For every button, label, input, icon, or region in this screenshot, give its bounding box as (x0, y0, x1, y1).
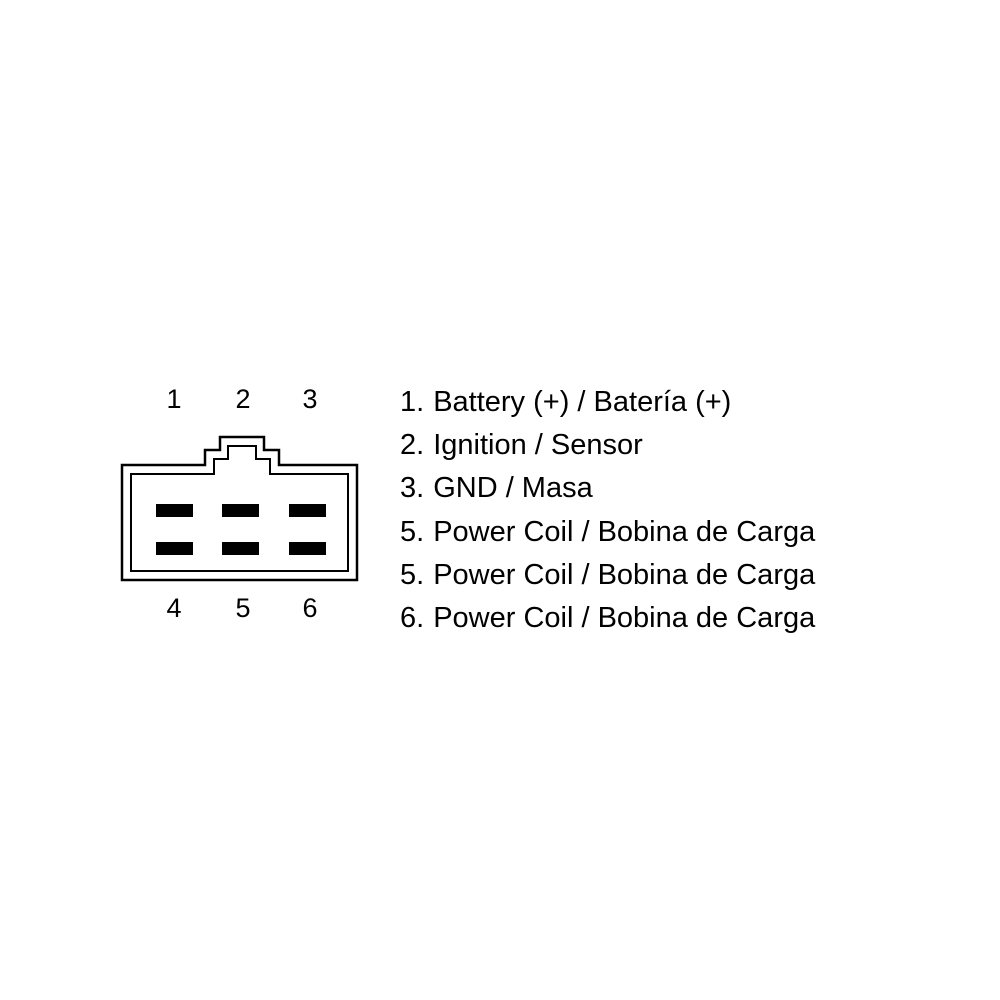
connector-drawing (120, 435, 359, 582)
pin-contact-5 (222, 542, 259, 555)
legend-item: 3.GND / Masa (400, 467, 815, 510)
pin-contact-4 (156, 542, 193, 555)
legend-label: GND / Masa (433, 472, 593, 505)
legend-number: 2. (400, 429, 425, 462)
legend-label: Battery (+) / Batería (+) (433, 386, 732, 418)
legend-number: 5. (400, 515, 425, 548)
legend-number: 1. (400, 386, 425, 418)
legend-number: 5. (400, 558, 425, 591)
pin-contact-6 (289, 542, 326, 555)
pin-number-top-1: 1 (166, 384, 182, 414)
pin-number-bottom-6: 6 (302, 593, 318, 623)
legend-label: Power Coil / Bobina de Carga (433, 558, 816, 591)
legend-label: Power Coil / Bobina de Carga (433, 602, 816, 635)
legend-item: 1.Battery (+) / Batería (+) (400, 381, 815, 424)
legend-label: Power Coil / Bobina de Carga (433, 515, 816, 548)
legend-item: 5.Power Coil / Bobina de Carga (400, 511, 815, 554)
pin-number-bottom-5: 5 (235, 593, 251, 623)
pin-contact-1 (156, 504, 193, 517)
pin-number-top-2: 2 (235, 384, 251, 414)
legend-number: 6. (400, 602, 425, 635)
pinout-legend: 1.Battery (+) / Batería (+) 2.Ignition /… (400, 381, 815, 640)
pin-contact-2 (222, 504, 259, 517)
legend-item: 2.Ignition / Sensor (400, 424, 815, 467)
legend-number: 3. (400, 472, 425, 505)
pin-number-top-3: 3 (302, 384, 318, 414)
legend-item: 6.Power Coil / Bobina de Carga (400, 597, 815, 640)
pin-number-bottom-4: 4 (166, 593, 182, 623)
legend-label: Ignition / Sensor (433, 429, 643, 462)
legend-item: 5.Power Coil / Bobina de Carga (400, 554, 815, 597)
pin-contact-3 (289, 504, 326, 517)
